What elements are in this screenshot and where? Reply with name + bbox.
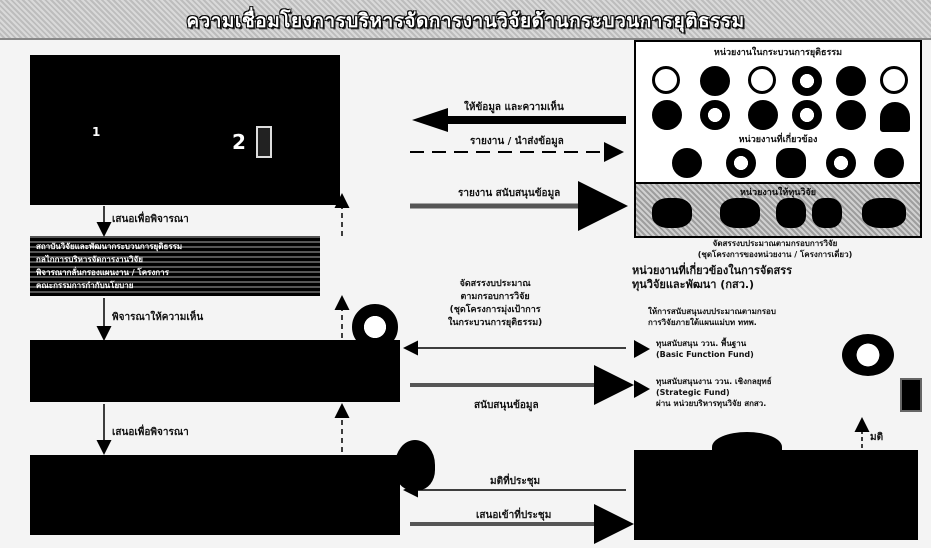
box-number-1: 1	[92, 125, 101, 139]
mechanism-line-2: กลไกการบริหารจัดการงานวิจัย	[36, 255, 143, 264]
agency-logo-icon	[792, 66, 822, 96]
agency-logo-icon	[652, 66, 680, 94]
document-icon	[900, 378, 922, 412]
box-cabinet	[30, 455, 400, 535]
bullet-arrow-icon	[634, 380, 650, 398]
agency-logo-icon	[880, 66, 908, 94]
fund-item-basic: ทุนสนับสนุน ววน. พื้นฐาน (Basic Function…	[656, 339, 754, 359]
agency-logo-icon	[792, 100, 822, 130]
agency-logo-icon	[672, 148, 702, 178]
justice-agencies-panel: หน่วยงานในกระบวนการยุติธรรม หน่วยงานที่เ…	[634, 40, 922, 184]
page-title: ความเชื่อมโยงการบริหารจัดการงานวิจัยด้าน…	[186, 10, 745, 32]
agency-logo-icon	[874, 148, 904, 178]
box-mechanism	[30, 236, 320, 296]
agency-logo-icon	[748, 66, 776, 94]
label-resolution: มติที่ประชุม	[490, 476, 541, 487]
agency-logo-icon	[836, 66, 866, 96]
label-propose-meeting: เสนอเข้าที่ประชุม	[476, 510, 552, 521]
research-fund-heading: หน่วยงานที่เกี่ยวข้องในการจัดสรร ทุนวิจั…	[632, 264, 793, 291]
funding-agencies-panel: หน่วยงานให้ทุนวิจัย	[634, 182, 922, 238]
mechanism-line-3: พิจารณากลั่นกรองแผนงาน / โครงการ	[36, 268, 169, 277]
funding-logo-icon	[776, 198, 806, 228]
drop-icon	[395, 440, 435, 490]
label-up: มติ	[870, 432, 884, 443]
arrow-to-institute	[412, 108, 626, 132]
agency-logo-icon	[776, 148, 806, 178]
label-support-data: สนับสนุนข้อมูล	[474, 400, 539, 411]
dome-icon	[712, 432, 782, 462]
funding-caption: จัดสรรงบประมาณตามกรอบการวิจัย (ชุดโครงกา…	[697, 239, 853, 259]
label-opinion: ให้ข้อมูล และความเห็น	[464, 102, 564, 113]
agency-logo-icon	[726, 148, 756, 178]
label-consider: พิจารณาให้ความเห็น	[112, 312, 204, 323]
fund-item-strategic: ทุนสนับสนุนงาน ววน. เชิงกลยุทธ์ (Strateg…	[656, 377, 772, 408]
box-institute	[30, 55, 340, 205]
document-icon	[256, 126, 272, 158]
mechanism-line-1: สถาบันวิจัยและพัฒนากระบวนการยุติธรรม	[36, 242, 183, 251]
bullet-arrow-icon	[634, 340, 650, 358]
box-funding-agency	[634, 450, 918, 540]
panel-heading-related: หน่วยงานที่เกี่ยวข้อง	[738, 135, 818, 145]
panel-heading-justice: หน่วยงานในกระบวนการยุติธรรม	[713, 48, 843, 58]
emblem-icon	[842, 334, 894, 376]
box-number-2: 2	[232, 130, 246, 154]
funding-logo-icon	[862, 198, 906, 228]
agency-logo-icon	[700, 100, 730, 130]
label-report-support: รายงาน สนับสนุนข้อมูล	[458, 188, 561, 199]
label-propose-2: เสนอเพื่อพิจารณา	[112, 427, 189, 438]
research-fund-intro: ให้การสนับสนุนงบประมาณตามกรอบ การวิจัยภา…	[648, 307, 776, 327]
title-banner	[0, 0, 931, 40]
funding-logo-icon	[720, 198, 760, 228]
agency-logo-icon	[652, 100, 682, 130]
agency-logo-icon	[880, 102, 910, 132]
agency-logo-icon	[700, 66, 730, 96]
agency-logo-icon	[836, 100, 866, 130]
emblem-icon	[352, 304, 398, 350]
mechanism-line-4: คณะกรรมการกำกับนโยบาย	[36, 281, 134, 290]
agency-logo-icon	[826, 148, 856, 178]
label-report-send: รายงาน / นำส่งข้อมูล	[470, 136, 564, 147]
panel-heading-funding: หน่วยงานให้ทุนวิจัย	[739, 188, 817, 198]
label-propose-1: เสนอเพื่อพิจารณา	[112, 214, 189, 225]
label-budget: จัดสรรงบประมาณ ตามกรอบการวิจัย (ชุดโครงก…	[448, 279, 543, 328]
funding-logo-icon	[652, 198, 692, 228]
funding-logo-icon	[812, 198, 842, 228]
box-committee	[30, 340, 400, 402]
agency-logo-icon	[748, 100, 778, 130]
